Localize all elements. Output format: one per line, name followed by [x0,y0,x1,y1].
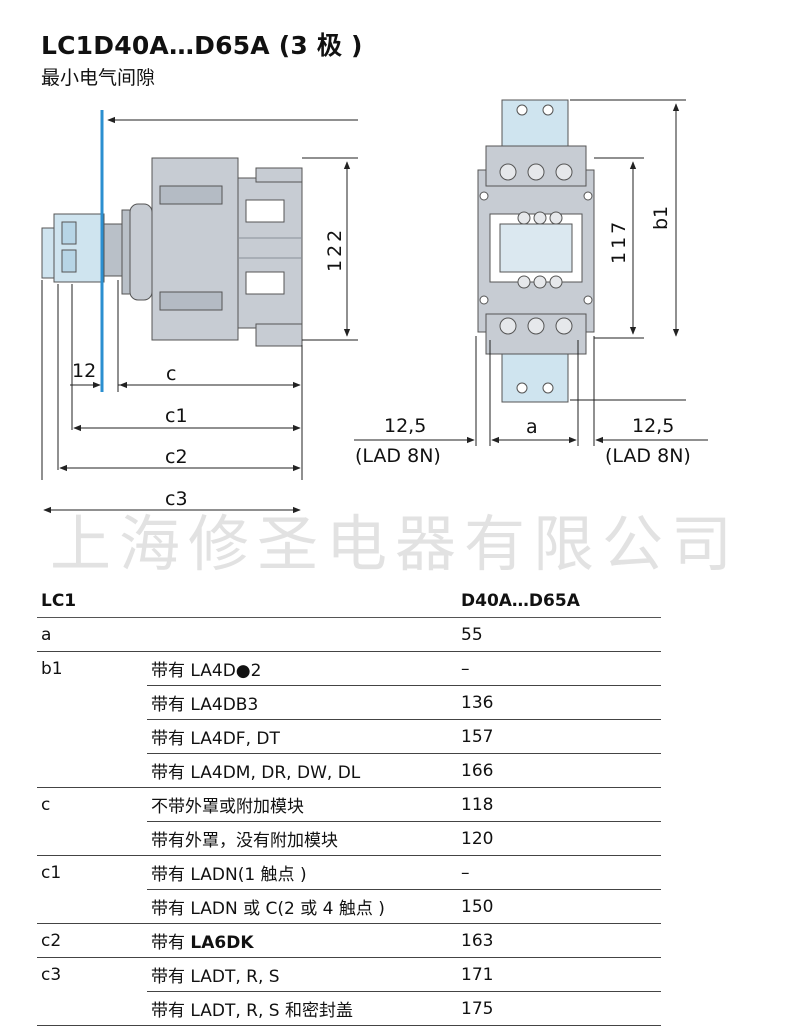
side-view [41,157,303,347]
row-param: c1 [41,862,62,883]
table-row: 带有 LADN 或 C(2 或 4 触点 ) 150 [37,889,661,924]
row-param [37,821,147,856]
c3-dimension: c3 [43,490,301,514]
dimension-drawing: 122 12 c c1 c2 [41,99,708,480]
row-param [37,686,147,720]
front-view [477,99,595,403]
row-value: – [457,651,661,686]
row-param [37,753,147,788]
row-param [37,720,147,754]
table-row: b1 带有 LA4D●2 – [37,651,661,686]
table-row: 带有 LADT, R, S 和密封盖 175 [37,991,661,1026]
row-condition: 带有外罩，没有附加模块 [147,821,457,856]
dim-a-label: a [526,416,538,438]
row-value: 166 [457,753,661,788]
row-param: b1 [41,658,63,679]
dim-left-gap-label: 12,5 [384,415,426,437]
row-param: c3 [41,964,62,985]
row-condition: 带有 LA4DB3 [147,685,457,720]
row-condition-model: LA6DK [190,933,254,953]
dim-c1-label: c1 [165,405,188,427]
row-param: a [37,617,147,652]
row-value: 136 [457,685,661,720]
row-condition-prefix: 带有 [151,933,191,953]
row-value: 118 [457,787,661,822]
dim-b1-label: b1 [650,206,672,230]
table-row: c 不带外罩或附加模块 118 [37,787,661,822]
row-condition: 不带外罩或附加模块 [147,787,457,822]
row-value: 163 [457,923,661,958]
row-condition: 带有 LA4D●2 [147,651,457,686]
row-condition: 带有 LADN(1 触点 ) [147,855,457,890]
watermark: 上海修圣电器有限公司 [49,509,740,580]
table-row: 带有 LA4DF, DT 157 [37,719,661,754]
row-condition: 带有 LADT, R, S [147,957,457,992]
table-row: a 55 [37,617,661,652]
table-row: 带有 LA4DM, DR, DW, DL 166 [37,753,661,788]
row-param: c [41,794,51,815]
side-dimensions [41,116,358,480]
page-subtitle: 最小电气间隙 [41,67,156,89]
page-title: LC1D40A…D65A (3 极 ) [41,31,363,60]
table-row: c2 带有 LA6DK 163 [37,923,661,958]
spec-table: LC1 D40A…D65A a 55 b1 带有 LA4D●2 – 带有 LA4… [37,584,661,1026]
table-row: c3 带有 LADT, R, S 171 [37,957,661,992]
row-value: – [457,855,661,890]
dim-12-label: 12 [72,360,96,382]
row-value: 157 [457,719,661,754]
row-condition: 带有 LA4DM, DR, DW, DL [147,753,457,788]
row-param: c2 [37,923,147,958]
row-value: 150 [457,889,661,924]
header-model: LC1 [37,584,147,618]
dim-right-gap-note: (LAD 8N) [605,445,691,467]
dim-117-label: 117 [608,219,630,264]
table-row: c1 带有 LADN(1 触点 ) – [37,855,661,890]
dim-c2-label: c2 [165,446,188,468]
dim-left-gap-note: (LAD 8N) [355,445,441,467]
front-dimensions [354,99,708,446]
row-condition: 带有 LADN 或 C(2 或 4 触点 ) [147,889,457,924]
table-row: 带有 LA4DB3 136 [37,685,661,720]
row-condition: 带有 LA4DF, DT [147,719,457,754]
row-condition [147,617,457,652]
row-value: 171 [457,957,661,992]
row-value: 55 [457,617,661,652]
table-header-row: LC1 D40A…D65A [37,584,661,618]
row-param [37,889,147,924]
header-value: D40A…D65A [457,584,661,618]
dim-c-label: c [166,363,176,385]
row-value: 120 [457,821,661,856]
dim-right-gap-label: 12,5 [632,415,674,437]
dim-122-label: 122 [324,227,346,272]
row-condition: 带有 LA6DK [147,923,457,958]
dim-c3-label: c3 [165,490,188,510]
header-condition [147,584,457,618]
row-param [37,991,147,1026]
table-row: 带有外罩，没有附加模块 120 [37,821,661,856]
row-value: 175 [457,991,661,1026]
row-condition: 带有 LADT, R, S 和密封盖 [147,991,457,1026]
